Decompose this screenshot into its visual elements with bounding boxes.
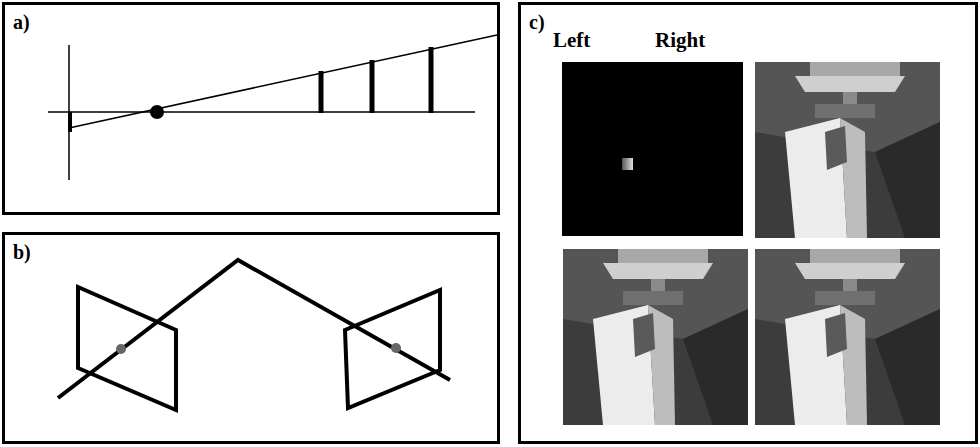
- figure-panel: a): [2, 2, 500, 215]
- column-heading: Right: [655, 28, 705, 53]
- panel-letter: c): [529, 11, 545, 34]
- figure-panel: b): [2, 232, 500, 444]
- figure-panel: c): [518, 2, 978, 444]
- panel-letter: b): [13, 241, 31, 264]
- column-heading: Left: [553, 28, 590, 53]
- panel-letter: a): [13, 11, 30, 34]
